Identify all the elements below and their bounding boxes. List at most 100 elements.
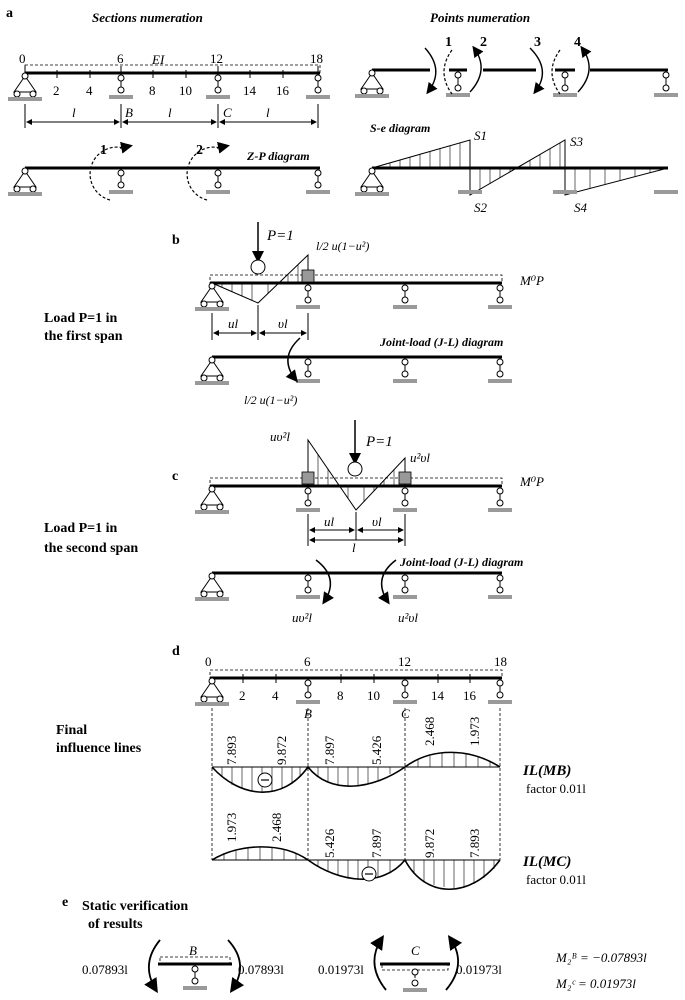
tick-16: 16 bbox=[276, 83, 290, 98]
panel-b-moment-diagram: P=1 l/2 u(1−u²) M⁰P ul υl bbox=[195, 222, 544, 340]
ilmc-v5: 9.872 bbox=[422, 829, 437, 858]
jl-right-c: u²υl bbox=[398, 610, 418, 625]
panel-e-caption-1: Static verification bbox=[82, 899, 188, 914]
se-hatching bbox=[389, 143, 651, 192]
d-tick-0: 0 bbox=[205, 654, 212, 669]
zp-number-1: 1 bbox=[100, 143, 107, 158]
d-tick-14: 14 bbox=[431, 688, 445, 703]
jl-title-c: Joint-load (J-L) diagram bbox=[399, 555, 523, 569]
tick-4: 4 bbox=[86, 83, 93, 98]
il-mb: 7.893 9.872 7.897 5.426 2.468 1.973 IL(M… bbox=[211, 717, 586, 796]
ilmb-v3: 7.897 bbox=[322, 735, 337, 765]
panel-e-label: e bbox=[62, 895, 68, 910]
ul-b: ul bbox=[228, 316, 239, 331]
panel-e-caption-2: of results bbox=[88, 917, 143, 932]
load-p-c: P=1 bbox=[365, 434, 393, 450]
ilmb-label: IL(MB) bbox=[522, 763, 571, 779]
span-l-2: l bbox=[168, 105, 172, 120]
result-mb: M₂ᴮ = −0.07893l bbox=[555, 950, 647, 965]
se-s3: S3 bbox=[570, 134, 584, 149]
zp-number-2: 2 bbox=[196, 143, 203, 158]
se-diagram: S-e diagram S1 S2 S3 S4 bbox=[355, 121, 678, 215]
ilmb-v1: 7.893 bbox=[224, 736, 239, 765]
panel-b-caption-1: Load P=1 in bbox=[44, 311, 118, 326]
point-4: 4 bbox=[574, 35, 581, 50]
tick-8: 8 bbox=[149, 83, 156, 98]
panel-a-label: a bbox=[6, 6, 13, 21]
il-mc: 1.973 2.468 5.426 7.897 9.872 7.893 IL(M… bbox=[211, 813, 586, 891]
d-tick-6: 6 bbox=[304, 654, 311, 669]
panel-c-jl-diagram: Joint-load (J-L) diagram uυ²l u²υl bbox=[195, 555, 523, 625]
sections-beam: 0 6 12 18 EI 2 4 8 10 14 16 bbox=[19, 51, 323, 98]
jl-left-c: uυ²l bbox=[292, 610, 312, 625]
zp-diagram: 1 2 Z-P diagram bbox=[8, 141, 330, 201]
points-beam: 1 2 3 4 bbox=[355, 35, 678, 98]
d-tick-18: 18 bbox=[494, 654, 507, 669]
label-b: B bbox=[125, 105, 133, 120]
d-tick-2: 2 bbox=[239, 688, 246, 703]
right-expr-c: u²υl bbox=[410, 450, 430, 465]
ilmc-v1: 1.973 bbox=[224, 813, 239, 842]
ilmc-v2: 2.468 bbox=[269, 813, 284, 842]
jl-moment-b: l/2 u(1−u²) bbox=[244, 393, 297, 407]
d-tick-16: 16 bbox=[463, 688, 477, 703]
mp-label-c: M⁰P bbox=[519, 474, 544, 489]
d-tick-10: 10 bbox=[367, 688, 380, 703]
verif-b-label: B bbox=[189, 943, 197, 958]
tick-10: 10 bbox=[179, 83, 192, 98]
verif-c-label: C bbox=[411, 943, 420, 958]
ilmb-v2: 9.872 bbox=[274, 736, 289, 765]
ilmc-v6: 7.893 bbox=[467, 829, 482, 858]
se-s1: S1 bbox=[474, 128, 487, 143]
d-tick-8: 8 bbox=[337, 688, 344, 703]
panel-c-label: c bbox=[172, 469, 178, 484]
mp-label-b: M⁰P bbox=[519, 273, 544, 288]
left-expr-c: uυ²l bbox=[270, 429, 290, 444]
ei-label: EI bbox=[151, 52, 165, 67]
sections-supports bbox=[8, 72, 330, 101]
vl-b: υl bbox=[278, 316, 288, 331]
span-l-1: l bbox=[72, 105, 76, 120]
se-title: S-e diagram bbox=[370, 121, 430, 135]
panel-d-caption-1: Final bbox=[56, 723, 87, 738]
verif-b-right: 0.07893l bbox=[238, 962, 284, 977]
vl-c: υl bbox=[372, 514, 382, 529]
tick-0: 0 bbox=[19, 51, 26, 66]
d-label-c: C bbox=[401, 706, 410, 721]
point-2: 2 bbox=[480, 35, 487, 50]
label-c: C bbox=[223, 105, 232, 120]
sections-title: Sections numeration bbox=[92, 10, 203, 25]
ilmc-factor: factor 0.01l bbox=[526, 872, 586, 887]
ilmb-v4: 5.426 bbox=[369, 735, 384, 765]
zp-title: Z-P diagram bbox=[246, 149, 310, 163]
panel-d-beam: 0 6 12 18 2 4 8 10 14 16 B C bbox=[195, 654, 512, 860]
ilmb-v5: 2.468 bbox=[422, 717, 437, 746]
d-tick-4: 4 bbox=[272, 688, 279, 703]
ilmc-v3: 5.426 bbox=[322, 828, 337, 858]
panel-c-moment-diagram: P=1 uυ²l u²υl M⁰P ul υl l bbox=[195, 420, 544, 555]
tick-12: 12 bbox=[210, 51, 223, 66]
verif-c-right: 0.01973l bbox=[456, 962, 502, 977]
tick-2: 2 bbox=[53, 83, 60, 98]
span-dimensions: l l l B C bbox=[24, 104, 319, 128]
tick-6: 6 bbox=[117, 51, 124, 66]
verification-b: B 0.07893l 0.07893l bbox=[82, 939, 284, 994]
panel-b-jl-diagram: Joint-load (J-L) diagram l/2 u(1−u²) bbox=[195, 335, 512, 407]
panel-d-label: d bbox=[172, 644, 180, 659]
ilmb-factor: factor 0.01l bbox=[526, 781, 586, 796]
load-p-b: P=1 bbox=[266, 228, 294, 244]
se-s4: S4 bbox=[574, 200, 588, 215]
points-title: Points numeration bbox=[430, 10, 530, 25]
ul-c: ul bbox=[324, 514, 335, 529]
ilmc-v4: 7.897 bbox=[369, 828, 384, 858]
panel-b-label: b bbox=[172, 233, 180, 248]
panel-c-caption-2: the second span bbox=[44, 541, 138, 556]
ilmc-label: IL(MC) bbox=[522, 854, 571, 870]
se-s2: S2 bbox=[474, 200, 488, 215]
span-l-3: l bbox=[266, 105, 270, 120]
result-mc: M₂ᶜ = 0.01973l bbox=[555, 976, 636, 991]
panel-c-caption-1: Load P=1 in bbox=[44, 521, 118, 536]
d-tick-12: 12 bbox=[398, 654, 411, 669]
ilmb-v6: 1.973 bbox=[467, 717, 482, 746]
